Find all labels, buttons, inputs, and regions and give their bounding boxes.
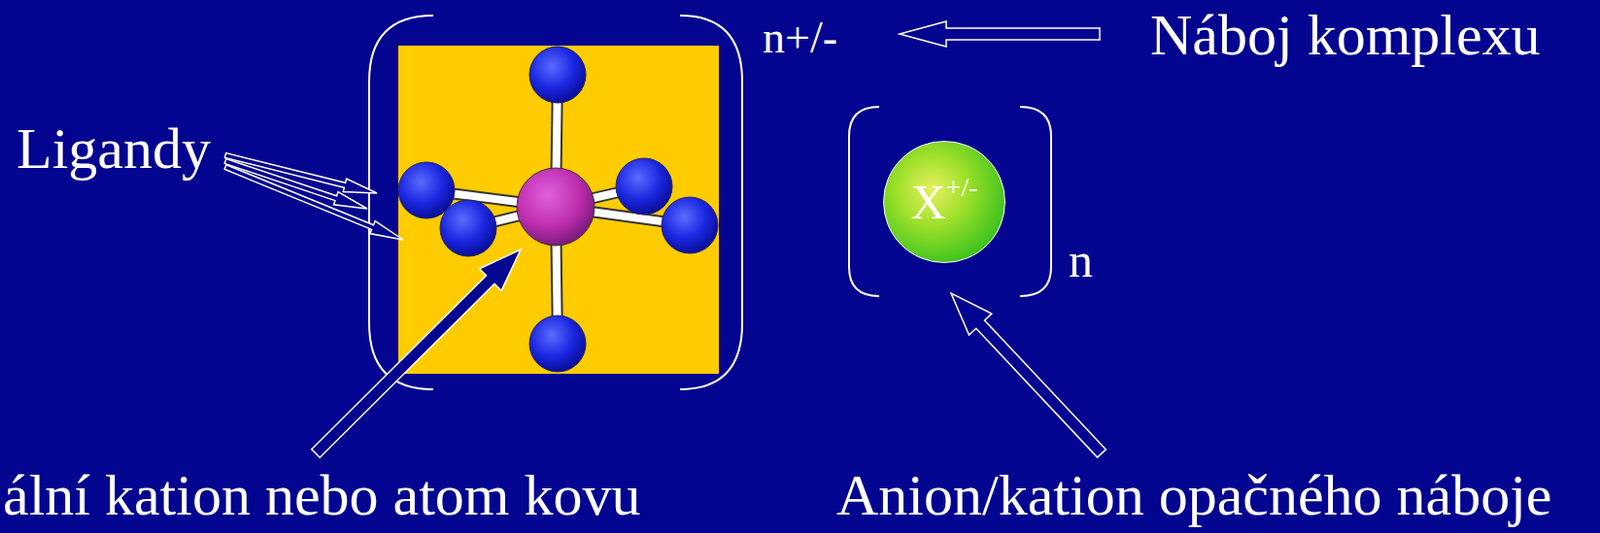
central-atom-label: ální kation nebo atom kovu xyxy=(2,466,642,525)
hollow-arrow xyxy=(951,293,1106,458)
charge-caption: Náboj komplexu xyxy=(1150,5,1541,65)
hollow-arrow xyxy=(224,159,368,209)
ligand-label: Ligandy xyxy=(16,119,211,178)
hollow-arrow xyxy=(224,165,404,240)
ion-symbol: X xyxy=(910,174,946,230)
ion-charge: +/- xyxy=(946,171,979,203)
central-atom xyxy=(516,168,595,246)
hollow-arrow xyxy=(899,21,1100,47)
charge-label: n+/- xyxy=(762,15,838,61)
hollow-arrow xyxy=(311,249,521,458)
brackets xyxy=(369,15,1052,390)
counterion-label: Anion/kation opačného náboje xyxy=(836,466,1552,525)
hollow-arrows xyxy=(224,21,1106,458)
count-subscript: n xyxy=(1068,236,1093,285)
counterion-circle: X+/- xyxy=(883,140,1006,264)
